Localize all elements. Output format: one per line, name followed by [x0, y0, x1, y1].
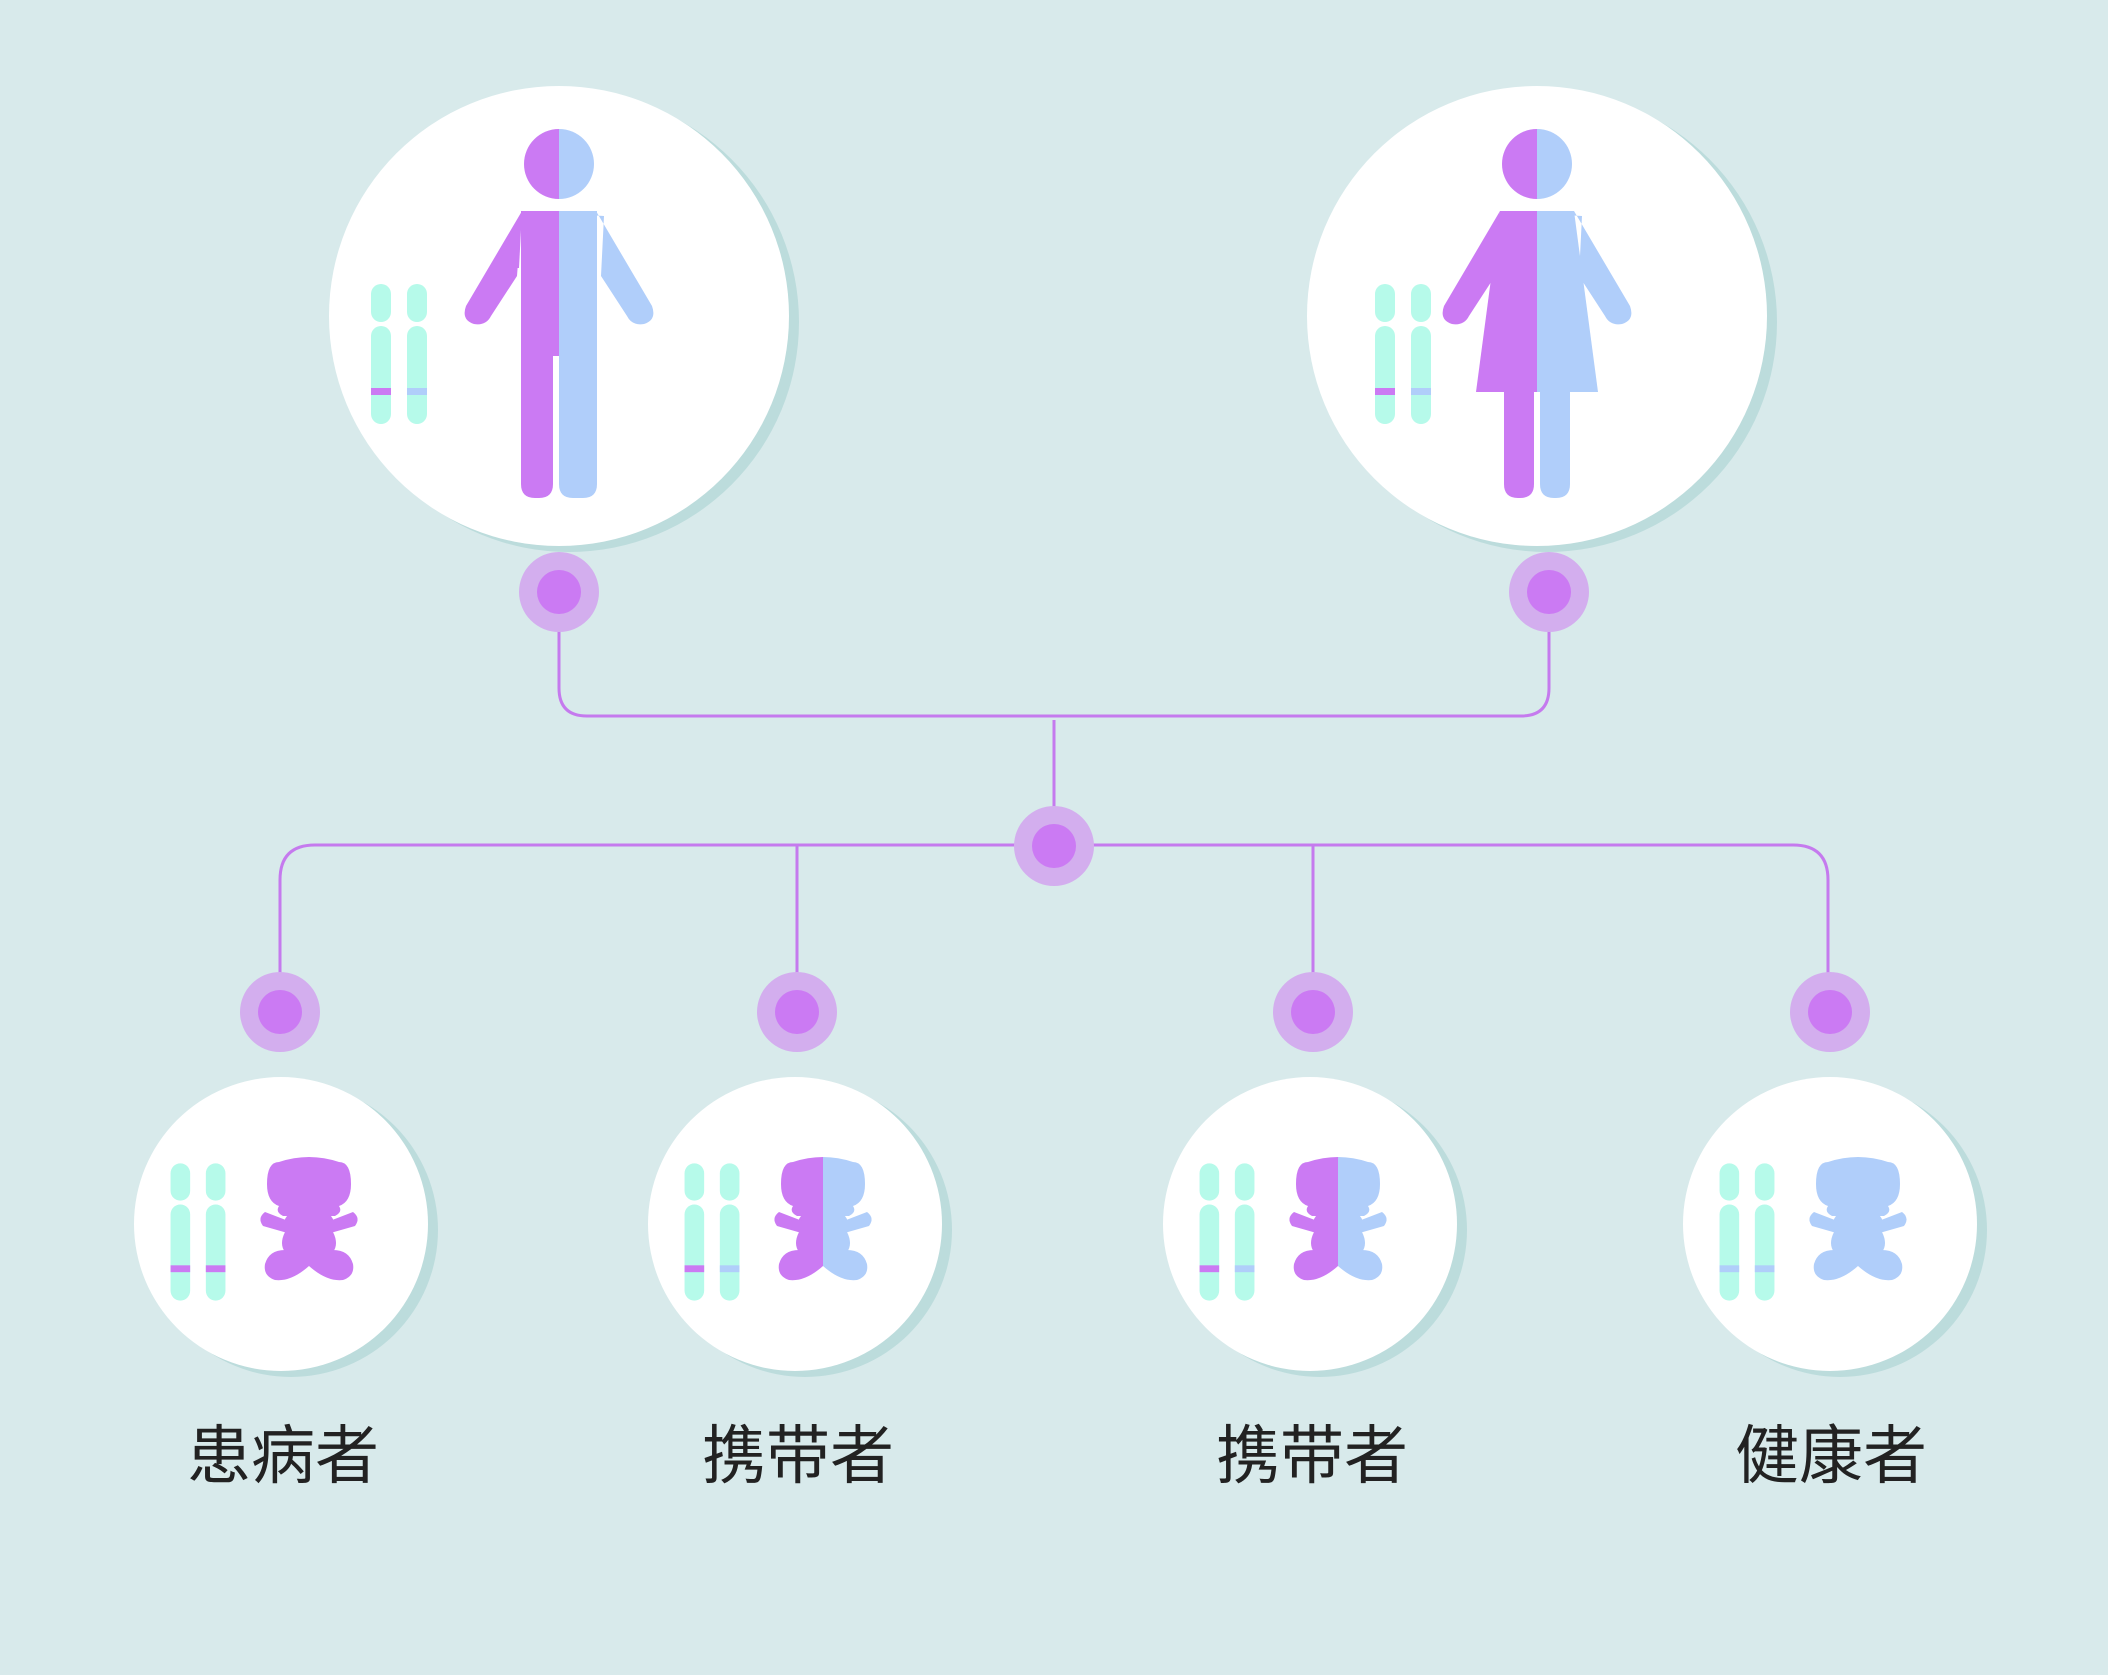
child-chromosomes-1: [170, 1163, 226, 1301]
baby-right-half: [1338, 1157, 1387, 1281]
chromosome: [1234, 1163, 1255, 1301]
baby-right-half: [1858, 1157, 1907, 1281]
chromosome: [1719, 1163, 1740, 1301]
gene-marker: [1719, 1265, 1740, 1273]
child-chromosomes-3: [1199, 1163, 1255, 1301]
child-node-1: [240, 972, 320, 1052]
chromosome: [1754, 1163, 1775, 1301]
gene-marker: [1754, 1265, 1775, 1273]
baby-left-half: [774, 1157, 823, 1281]
child-node-3: [1273, 972, 1353, 1052]
child-label-healthy: 健康者: [1735, 1420, 1927, 1494]
baby-right-half: [309, 1157, 358, 1281]
baby-icon-1: [260, 1157, 358, 1281]
child-label-carrier-2: 携带者: [1216, 1420, 1408, 1494]
parent-connector: [557, 592, 1551, 718]
chromosome: [1199, 1163, 1220, 1301]
child-node-2: [757, 972, 837, 1052]
baby-left-half: [1289, 1157, 1338, 1281]
figure-right-half: [559, 129, 654, 498]
child-label-carrier-1: 携带者: [702, 1420, 894, 1494]
mother-node: [1509, 552, 1589, 632]
gene-marker: [1234, 1265, 1255, 1273]
gene-marker: [407, 388, 427, 395]
chromosome: [684, 1163, 705, 1301]
figure-right-half: [1537, 129, 1632, 498]
chromosome: [719, 1163, 740, 1301]
child-label-affected: 患病者: [187, 1420, 379, 1494]
gene-marker: [719, 1265, 740, 1273]
baby-left-half: [260, 1157, 309, 1281]
father-node: [519, 552, 599, 632]
baby-right-half: [823, 1157, 872, 1281]
figure-left-half: [464, 129, 559, 498]
mother-chromosomes: [1375, 284, 1431, 424]
child-chromosomes-4: [1719, 1163, 1775, 1301]
gene-marker: [170, 1265, 191, 1273]
gene-marker: [1411, 388, 1431, 395]
gene-marker: [371, 388, 391, 395]
figure-left-half: [1442, 129, 1537, 498]
chromosome: [170, 1163, 191, 1301]
child-chromosomes-2: [684, 1163, 740, 1301]
child-node-4: [1790, 972, 1870, 1052]
gene-marker: [1199, 1265, 1220, 1273]
gene-marker: [205, 1265, 226, 1273]
gene-marker: [684, 1265, 705, 1273]
male-figure-icon: [464, 129, 654, 498]
chromosome: [371, 284, 391, 424]
female-figure-icon: [1442, 129, 1632, 498]
baby-icon-4: [1809, 1157, 1907, 1281]
chromosome: [1375, 284, 1395, 424]
baby-icon-2: [774, 1157, 872, 1281]
gene-marker: [1375, 388, 1395, 395]
father-chromosomes: [371, 284, 427, 424]
chromosome: [1411, 284, 1431, 424]
chromosome: [205, 1163, 226, 1301]
baby-left-half: [1809, 1157, 1858, 1281]
chromosome: [407, 284, 427, 424]
baby-icon-3: [1289, 1157, 1387, 1281]
offspring-node: [1014, 806, 1094, 886]
